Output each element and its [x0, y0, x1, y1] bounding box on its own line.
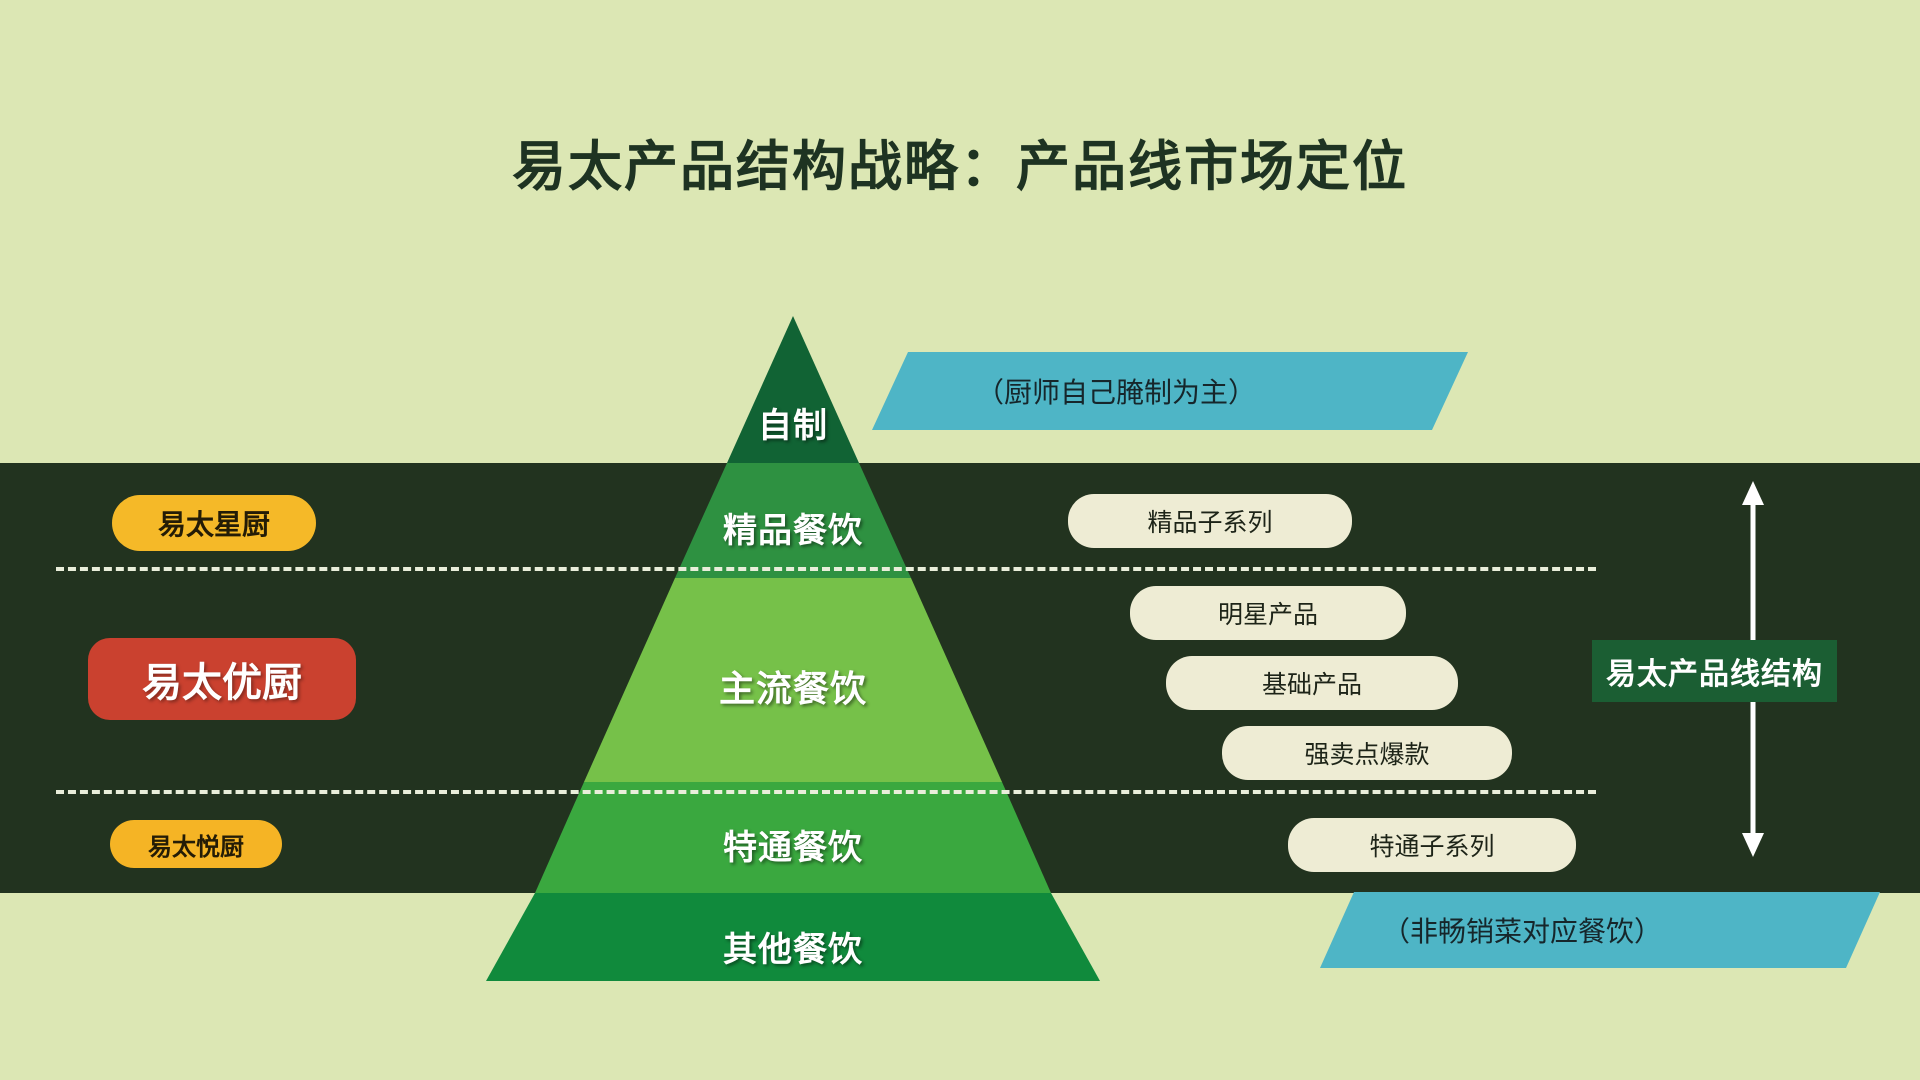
page-title: 易太产品结构战略：产品线市场定位 — [512, 137, 1408, 197]
pyramid-label-1: 精品餐饮 — [723, 512, 863, 550]
brand-pill-premium[interactable]: 易太优厨 — [88, 638, 356, 720]
pyramid-label-4: 其他餐饮 — [723, 931, 863, 969]
structure-label-box: 易太产品线结构 — [1592, 640, 1837, 702]
product-tag-3[interactable]: 强卖点爆款 — [1222, 726, 1512, 780]
structure-label: 易太产品线结构 — [1606, 658, 1823, 691]
pyramid-label-2: 主流餐饮 — [718, 668, 868, 709]
pyramid-label-0: 自制 — [758, 407, 828, 445]
brand-pill-joy[interactable]: 易太悦厨 — [110, 820, 282, 868]
product-tag-1-label: 明星产品 — [1217, 601, 1318, 629]
brand-pill-joy-label: 易太悦厨 — [148, 833, 244, 861]
product-tag-0[interactable]: 精品子系列 — [1068, 494, 1352, 548]
product-tag-2-label: 基础产品 — [1261, 671, 1362, 699]
product-tag-2[interactable]: 基础产品 — [1166, 656, 1458, 710]
separator-lower — [56, 790, 1596, 794]
callout-bottom: （非畅销菜对应餐饮） — [1320, 892, 1880, 968]
callout-top: （厨师自己腌制为主） — [872, 352, 1468, 430]
callout-bottom-label: （非畅销菜对应餐饮） — [1382, 916, 1663, 947]
product-tag-1[interactable]: 明星产品 — [1130, 586, 1406, 640]
brand-pill-premium-label: 易太优厨 — [142, 661, 302, 705]
product-tag-3-label: 强卖点爆款 — [1304, 741, 1430, 769]
product-tag-4-label: 特通子系列 — [1369, 833, 1495, 861]
product-tag-4[interactable]: 特通子系列 — [1288, 818, 1576, 872]
product-tag-0-label: 精品子系列 — [1147, 509, 1273, 537]
separator-upper — [56, 567, 1596, 571]
brand-pill-star-label: 易太星厨 — [157, 509, 270, 540]
callout-top-label: （厨师自己腌制为主） — [976, 377, 1257, 408]
pyramid-label-3: 特通餐饮 — [723, 829, 863, 867]
brand-pill-star[interactable]: 易太星厨 — [112, 495, 316, 551]
